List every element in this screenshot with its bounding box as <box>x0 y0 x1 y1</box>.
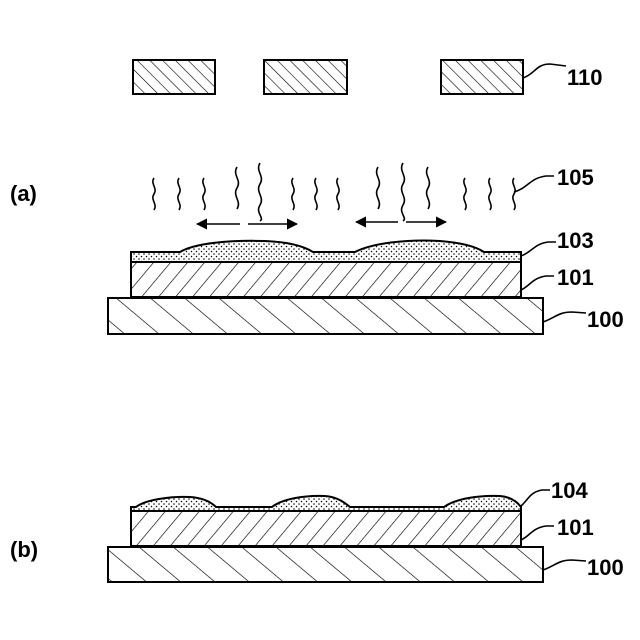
leader-100-a <box>543 312 586 322</box>
callout-100-a: 100 <box>587 307 624 332</box>
callout-103: 103 <box>557 228 594 253</box>
callout-104: 104 <box>551 478 588 503</box>
callout-101-b: 101 <box>557 515 594 540</box>
mask-blocks <box>133 60 523 94</box>
substrate-100-a <box>108 298 543 334</box>
callout-101-a: 101 <box>557 265 594 290</box>
diffusion-arrows <box>197 222 446 224</box>
layer-101-a <box>131 262 521 297</box>
leader-100-b <box>543 560 586 570</box>
mask-block-2 <box>264 60 347 94</box>
layer-101-b <box>131 511 521 546</box>
panel-label-a: (a) <box>10 181 37 206</box>
flux-lines <box>153 163 515 221</box>
leader-103 <box>521 242 556 256</box>
stack-a <box>108 240 543 334</box>
leader-101-a <box>521 276 554 290</box>
leader-105 <box>514 176 554 192</box>
leader-101-b <box>521 526 554 540</box>
layer-104 <box>131 496 521 511</box>
callout-100-b: 100 <box>587 555 624 580</box>
substrate-100-b <box>108 547 543 582</box>
mask-block-1 <box>133 60 215 94</box>
layer-103 <box>131 240 521 262</box>
callout-105: 105 <box>557 165 594 190</box>
leader-110 <box>523 64 566 78</box>
leader-104 <box>521 490 550 506</box>
mask-block-3 <box>441 60 523 94</box>
callout-110: 110 <box>567 65 603 90</box>
stack-b <box>108 496 543 582</box>
panel-label-b: (b) <box>10 537 38 562</box>
